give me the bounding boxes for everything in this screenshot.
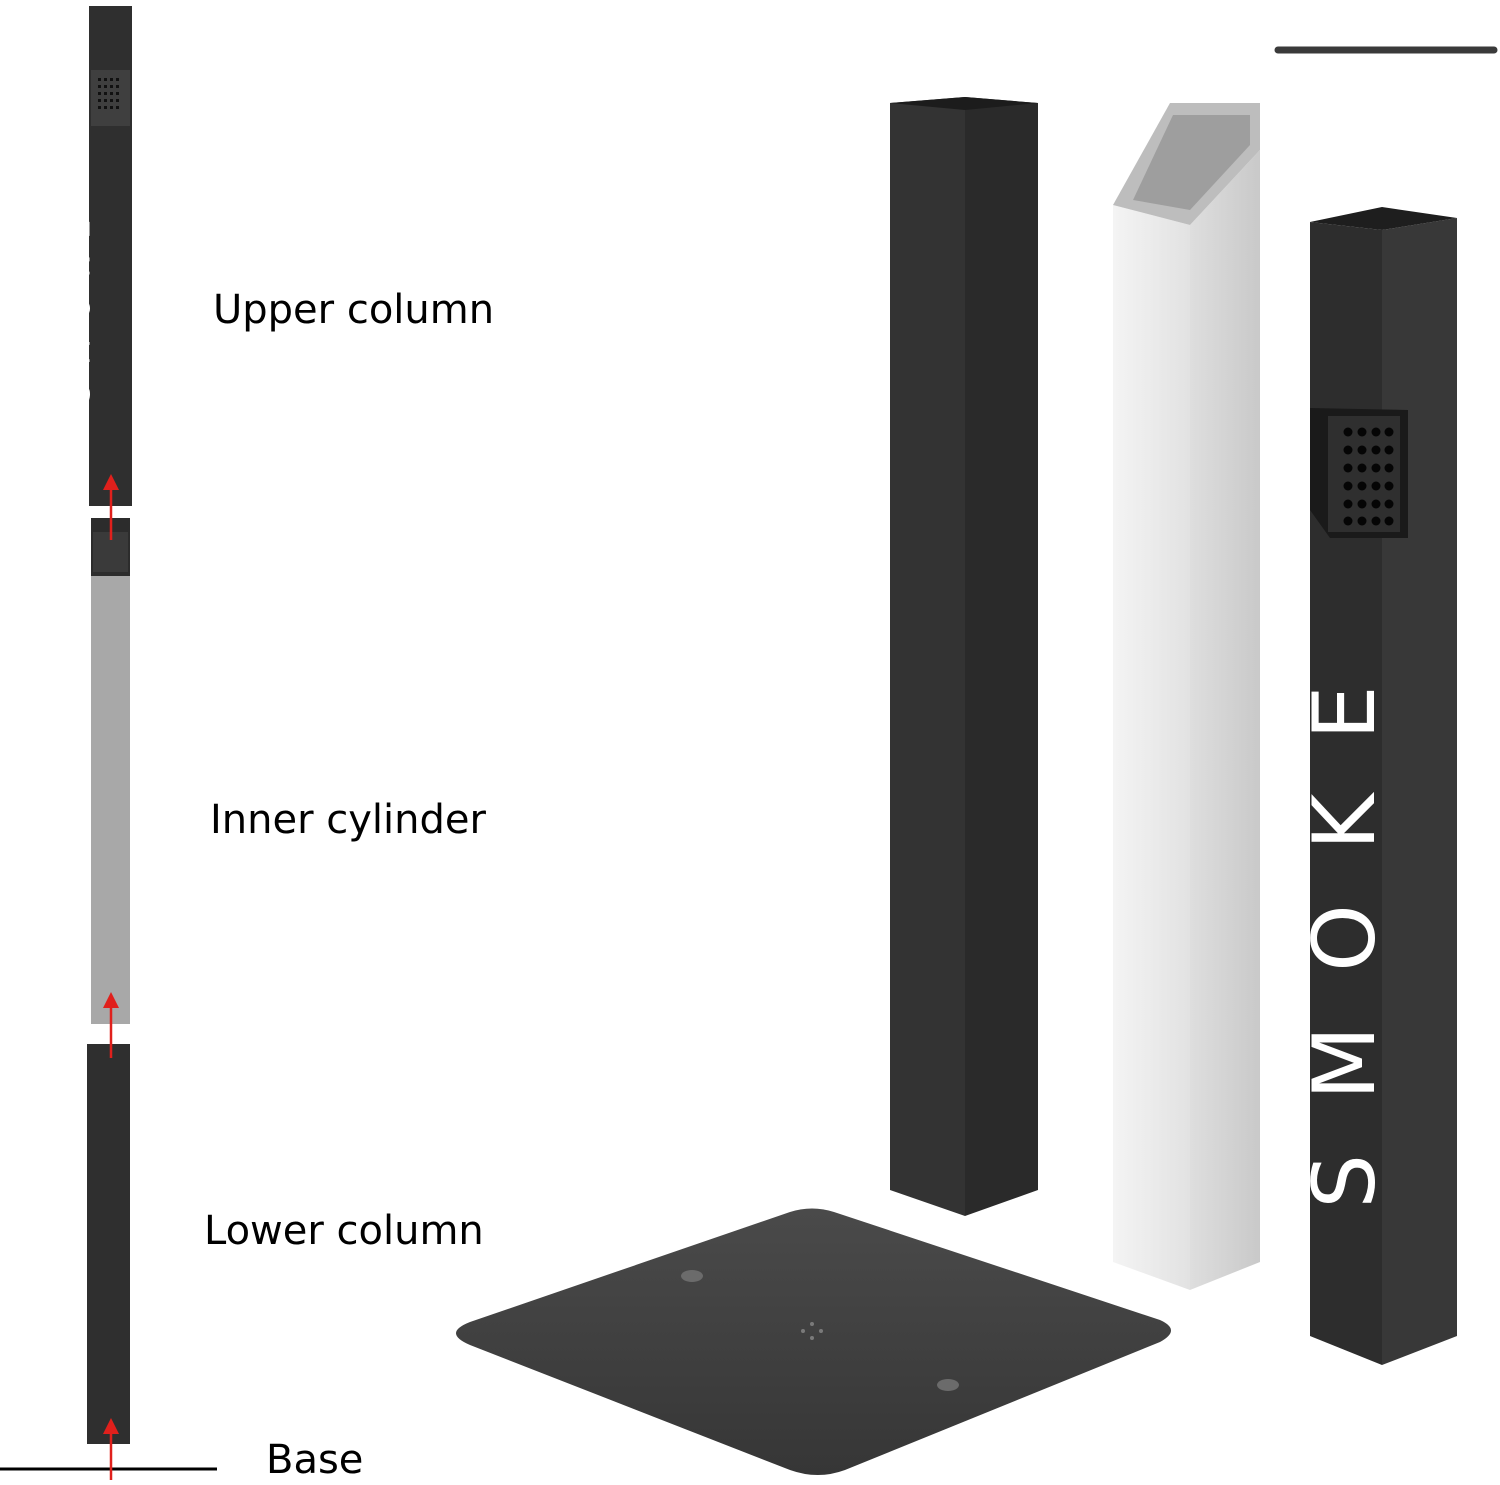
exploded-view (0, 6, 217, 1480)
brand-text-large-label: SMOKE (1295, 631, 1395, 1209)
inner-cylinder-part (91, 576, 130, 1024)
lower-column-part (87, 1044, 130, 1444)
label-inner-cylinder: Inner cylinder (210, 797, 486, 843)
label-lower-column: Lower column (204, 1208, 484, 1254)
plate-hole-left (681, 1270, 703, 1282)
arrow-inner-head (103, 992, 119, 1008)
plate-hole-right (937, 1379, 959, 1391)
upper-column-3d (1310, 207, 1457, 1365)
plate-center-marks (801, 1322, 823, 1340)
brand-text-small-label: SMOKE (62, 200, 98, 404)
label-base: Base (266, 1437, 364, 1483)
arrow-upper-head (103, 474, 119, 490)
base-plate-3d (456, 1208, 1171, 1475)
assembly-arrows (103, 474, 119, 1480)
label-upper-column: Upper column (213, 287, 495, 333)
lower-column-3d (890, 97, 1038, 1216)
vent-holes-3d (1343, 427, 1394, 526)
vent-holes (98, 78, 119, 109)
inner-cylinder-3d (1113, 103, 1260, 1290)
arrow-lower-head (103, 1418, 119, 1434)
